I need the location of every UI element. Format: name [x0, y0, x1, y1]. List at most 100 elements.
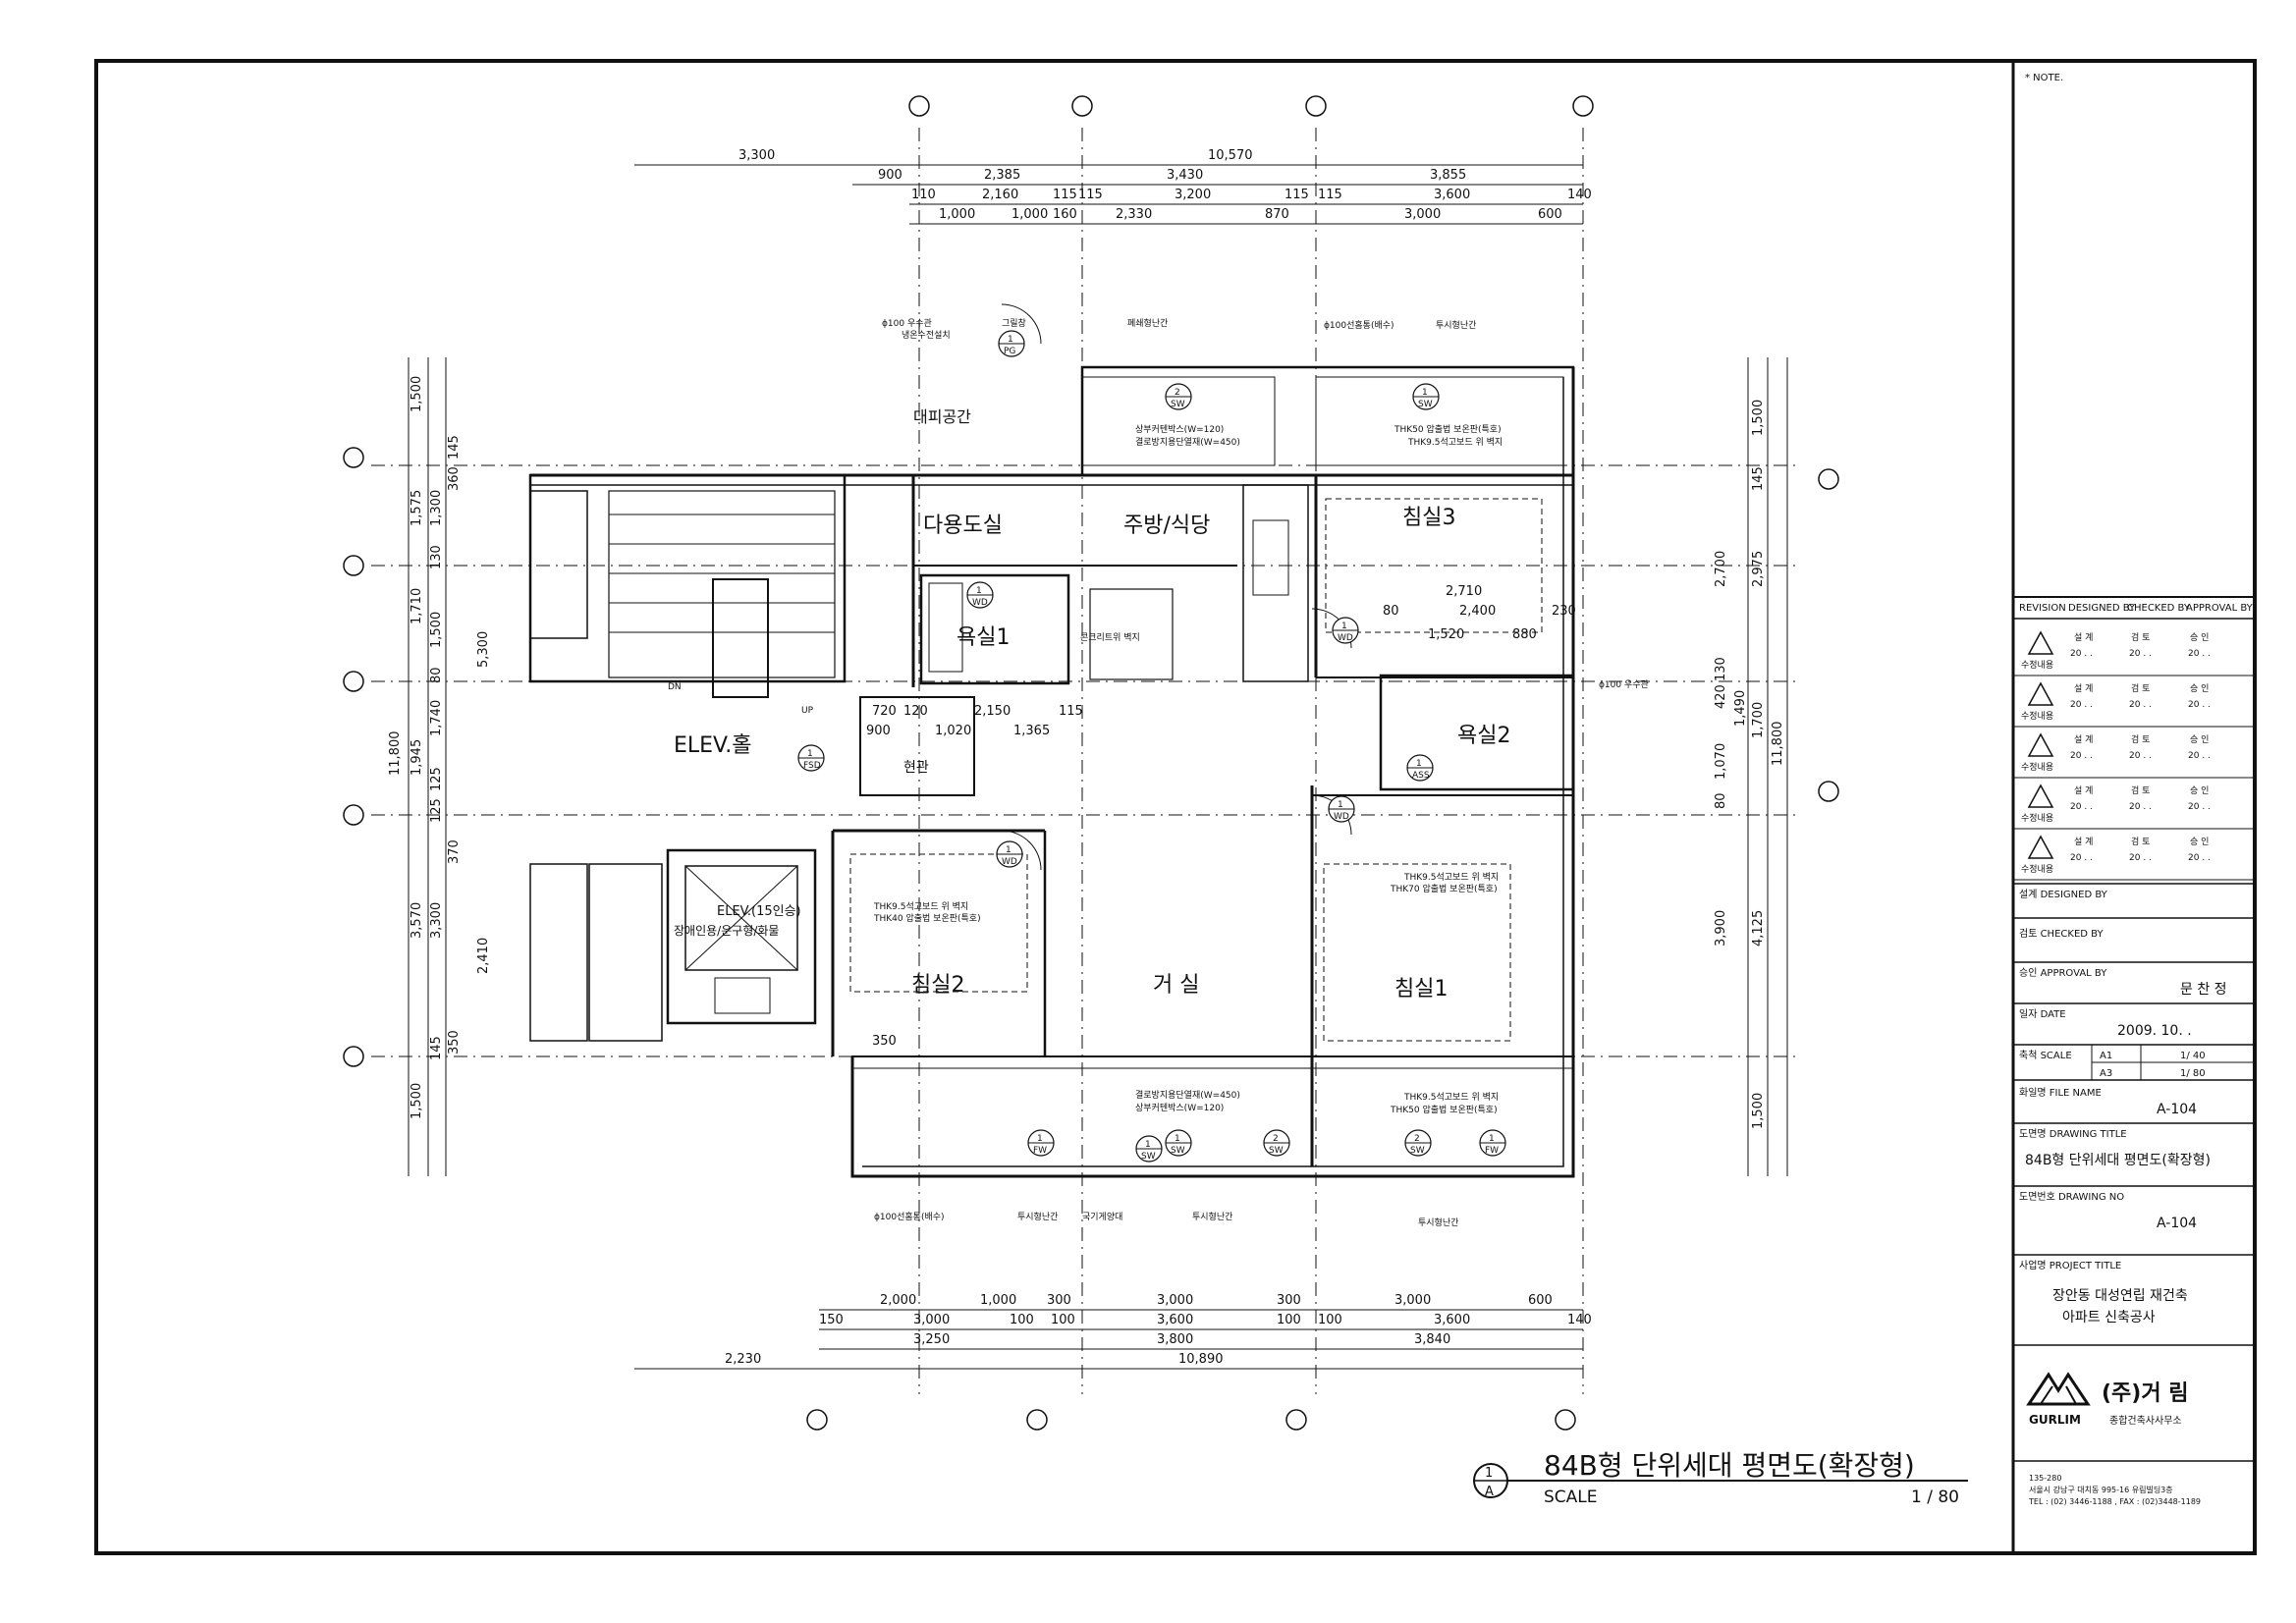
room-entry: 현관: [903, 760, 929, 776]
note-1b: 냉온수전설치: [902, 329, 951, 341]
dim-bottom-row2: 150: [819, 1313, 844, 1327]
dim-top-row1: 3,300: [738, 148, 775, 163]
door-tag-type: ASS: [1412, 771, 1430, 781]
note-24: 투시형난간: [1418, 1217, 1458, 1228]
dim-inner-value: 1,520: [1428, 627, 1464, 642]
dim-bottom-row1: 3,000: [1394, 1293, 1431, 1308]
grid-bubble-icon: [343, 555, 364, 576]
dim-bottom-row2: 3,000: [913, 1313, 950, 1327]
revision-row-date: 20 . .: [2129, 751, 2152, 761]
firm-subtitle: 종합건축사사무소: [2109, 1415, 2182, 1427]
revision-row-date: 20 . .: [2070, 751, 2093, 761]
dim-bottom-row1: 300: [1277, 1293, 1301, 1308]
door-tag-type: PG: [1004, 347, 1015, 356]
dim-inner-value: 115: [1059, 704, 1083, 719]
file-name-label: 화일명 FILE NAME: [2019, 1087, 2102, 1099]
revision-row-checked: 검 토: [2131, 682, 2150, 694]
revision-row-label: 수정내용: [2021, 864, 2053, 875]
dim-top-row4: 600: [1538, 207, 1562, 222]
dim-top-row1: 10,570: [1208, 148, 1253, 163]
door-tag-number: 1: [1416, 759, 1422, 769]
approval-by-label: 승인 APPROVAL BY: [2019, 967, 2107, 979]
grid-bubble-icon: [1305, 95, 1327, 117]
note-4: ϕ100선홈통(배수): [1324, 319, 1394, 331]
room-utility: 다용도실: [923, 514, 1003, 538]
dim-top-row3: 2,160: [982, 188, 1018, 202]
revision-row-approved: 승 인: [2190, 734, 2209, 745]
dim-inner-value: 1,365: [1013, 724, 1050, 738]
dim-right-value: 1,490: [1733, 690, 1748, 727]
note-21: 투시형난간: [1017, 1212, 1058, 1222]
door-tag-number: 2: [1414, 1134, 1420, 1144]
dim-inner-value: 80: [1383, 604, 1399, 619]
revision-row-approved: 승 인: [2190, 785, 2209, 796]
revision-row-date: 20 . .: [2070, 649, 2093, 659]
dim-top-row3: 115: [1078, 188, 1103, 202]
dim-top-row3: 115: [1318, 188, 1342, 202]
dim-bottom-row2: 100: [1318, 1313, 1342, 1327]
dimension-lines: [408, 164, 1788, 1370]
dim-top-row3: 115: [1053, 188, 1077, 202]
revision-row-checked: 검 토: [2131, 784, 2150, 796]
room-living: 거 실: [1153, 973, 1199, 998]
dim-bottom-row1: 2,000: [880, 1293, 916, 1308]
dim-top-row3: 3,600: [1434, 188, 1470, 202]
dim-left-value: 125: [429, 767, 444, 791]
dim-inner-value: 880: [1512, 627, 1537, 642]
note-10: 콘크리트위 벽지: [1080, 632, 1140, 643]
grid-bubble-icon: [1026, 1409, 1048, 1431]
project-title-label: 사업명 PROJECT TITLE: [2019, 1259, 2121, 1271]
approver-name: 문 찬 정: [2180, 982, 2227, 998]
revision-row-label: 수정내용: [2021, 660, 2053, 671]
dim-left-value: 1,500: [429, 612, 444, 648]
grid-bubble-icon: [343, 804, 364, 826]
room-bath2: 욕실2: [1457, 724, 1510, 748]
note-16: 결로방지용단열재(W=450): [1135, 1090, 1240, 1101]
door-tag-type: FW: [1485, 1146, 1499, 1156]
door-tag-number: 1: [976, 586, 982, 596]
dim-left-value: 1,740: [429, 700, 444, 736]
revision-row-checked: 검 토: [2131, 836, 2150, 847]
dim-right-value: 130: [1714, 657, 1728, 681]
gurlim-logo: [2026, 1372, 2091, 1406]
dim-right-value: 80: [1714, 792, 1728, 809]
dim-right-value: 1,070: [1714, 743, 1728, 780]
revision-row-date: 20 . .: [2129, 853, 2152, 863]
grid-bubble-icon: [1818, 468, 1839, 490]
revision-header-1: REVISION: [2019, 603, 2066, 614]
door-tag-type: WD: [1334, 812, 1349, 822]
room-kitchen: 주방/식당: [1123, 514, 1210, 538]
note-12: THK9.5석고보드 위 벽지: [873, 901, 968, 912]
revision-row-designed: 설 계: [2074, 682, 2093, 694]
grid-bubble-icon: [1818, 781, 1839, 802]
door-tag-number: 2: [1273, 1134, 1279, 1144]
revision-triangle-icon: [2027, 835, 2054, 859]
door-tag-type: WD: [1002, 857, 1017, 867]
revision-triangle-icon: [2027, 681, 2054, 706]
dim-right-value: 2,975: [1751, 551, 1766, 587]
address-line3: TEL : (02) 3446-1188 , FAX : (02)3448-11…: [2028, 1497, 2201, 1506]
dim-bottom-row1: 600: [1528, 1293, 1553, 1308]
note-dn: DN: [668, 682, 682, 692]
revision-row-designed: 설 계: [2074, 784, 2093, 796]
door-tag-number: 1: [807, 749, 813, 759]
dim-bottom-row1: 3,000: [1157, 1293, 1193, 1308]
door-tag-number: 1: [1422, 388, 1428, 398]
revision-row-date: 20 . .: [2188, 700, 2211, 710]
revision-row-date: 20 . .: [2188, 802, 2211, 812]
dim-top-row4: 870: [1265, 207, 1289, 222]
revision-row-label: 수정내용: [2021, 762, 2053, 773]
grid-bubble-icon: [343, 447, 364, 468]
dim-left-value: 5,300: [476, 631, 491, 668]
dim-inner-value: 2,710: [1446, 584, 1482, 599]
revision-row-designed: 설 계: [2074, 733, 2093, 745]
firm-name-kr: (주)거 림: [2102, 1381, 2189, 1406]
dim-left-value: 360: [447, 466, 462, 491]
firm-name-en: GURLIM: [2029, 1413, 2081, 1427]
revision-row-date: 20 . .: [2129, 802, 2152, 812]
note-20: ϕ100선홈통(배수): [874, 1211, 945, 1222]
dim-bottom-row3: 3,800: [1157, 1332, 1193, 1347]
file-name-value: A-104: [2157, 1102, 2197, 1117]
